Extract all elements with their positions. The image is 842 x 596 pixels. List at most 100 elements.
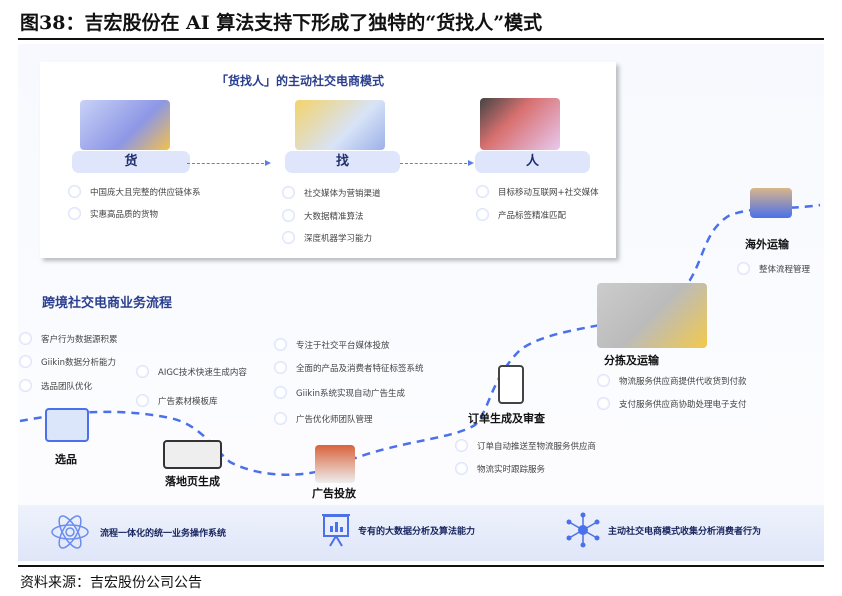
item-text: 全面的产品及消费者特征标签系统 [296,363,424,374]
arrow-icon [400,160,474,166]
bullet-icon [282,209,295,222]
dashed-route [19,203,821,476]
bullet-icon [282,231,295,244]
item-text: AIGC技术快速生成内容 [158,367,247,378]
bullet-icon [597,397,610,410]
bullet-icon [476,208,489,221]
supply-illustration-icon [80,100,170,150]
item-text: 物流服务供应商提供代收货到付款 [619,376,747,387]
item-text: 选品团队优化 [41,381,93,392]
list-item: 广告素材模板库 [136,394,218,407]
feature-item: 专有的大数据分析及算法能力 [322,512,475,548]
model-label-find: 找 [285,151,400,173]
list-item: 物流实时跟踪服务 [455,462,545,475]
feature-item: 主动社交电商模式收集分析消费者行为 [566,512,761,548]
bullet-icon [136,394,149,407]
item-text: Giikin数据分析能力 [41,357,116,368]
list-item: 深度机器学习能力 [282,231,372,244]
bullet-icon [19,379,32,392]
bullet-icon [282,186,295,199]
list-item: 全面的产品及消费者特征标签系统 [274,361,424,374]
presentation-chart-icon [322,514,350,547]
bullet-icon [737,262,750,275]
bullet-icon [274,412,287,425]
bullet-icon [455,439,468,452]
item-text: 专注于社交平台媒体投放 [296,340,390,351]
list-item: 整体流程管理 [737,262,810,275]
item-text: 实惠高品质的货物 [90,209,159,220]
source-note: 资料来源：吉宏股份公司公告 [20,575,202,591]
stage-label: 广告投放 [312,487,356,500]
item-text: 客户行为数据源积累 [41,334,118,345]
figure-title: 图38：吉宏股份在 AI 算法支持下形成了独特的“货找人”模式 [20,12,543,34]
stage-label: 订单生成及审查 [468,412,545,425]
item-text: 深度机器学习能力 [304,233,373,244]
list-item: 产品标签精准匹配 [476,208,566,221]
ad-store-icon [315,445,355,483]
bullet-icon [68,207,81,220]
landing-page-icon [163,440,222,469]
shopping-illustration-icon [480,98,560,150]
list-item: 支付服务供应商协助处理电子支付 [597,397,747,410]
process-title: 跨境社交电商业务流程 [42,296,173,311]
warehouse-truck-icon [597,283,707,348]
item-text: 物流实时跟踪服务 [477,464,546,475]
model-label-people: 人 [475,151,590,173]
item-text: 社交媒体为营销渠道 [304,188,381,199]
bullet-icon [19,332,32,345]
feature-text: 流程一体化的统一业务操作系统 [100,528,227,539]
list-item: 大数据精准算法 [282,209,364,222]
list-item: 中国庞大且完整的供应链体系 [68,185,201,198]
feature-item: 流程一体化的统一业务操作系统 [50,512,226,552]
stage-label: 海外运输 [745,238,789,251]
bullet-icon [136,365,149,378]
bullet-icon [274,361,287,374]
item-text: Giikin系统实现自动广告生成 [296,388,405,399]
item-text: 目标移动互联网+社交媒体 [498,187,599,198]
stage-label: 选品 [55,453,77,466]
feature-band [18,505,824,561]
bullet-icon [274,386,287,399]
list-item: 物流服务供应商提供代收货到付款 [597,374,747,387]
divider [18,565,824,567]
list-item: 订单自动推送至物流服务供应商 [455,439,596,452]
item-text: 广告优化师团队管理 [296,414,373,425]
item-text: 整体流程管理 [759,264,811,275]
stage-label: 落地页生成 [165,475,220,488]
bullet-icon [597,374,610,387]
list-item: 广告优化师团队管理 [274,412,373,425]
bullet-icon [68,185,81,198]
shipping-truck-icon [750,188,792,218]
bullet-icon [19,355,32,368]
list-item: 专注于社交平台媒体投放 [274,338,390,351]
item-text: 广告素材模板库 [158,396,218,407]
item-text: 支付服务供应商协助处理电子支付 [619,399,747,410]
item-text: 产品标签精准匹配 [498,210,567,221]
model-label-goods: 货 [72,151,190,173]
feature-text: 主动社交电商模式收集分析消费者行为 [608,526,762,537]
bullet-icon [274,338,287,351]
atom-icon [51,515,89,549]
phone-order-icon [498,365,524,404]
list-item: AIGC技术快速生成内容 [136,365,247,378]
laptop-icon [45,408,89,442]
arrow-icon [187,160,271,166]
divider [18,38,824,40]
list-item: 选品团队优化 [19,379,92,392]
list-item: 实惠高品质的货物 [68,207,158,220]
stage-label: 分拣及运输 [604,354,659,367]
list-item: 社交媒体为营销渠道 [282,186,381,199]
search-illustration-icon [295,100,385,150]
bullet-icon [455,462,468,475]
item-text: 订单自动推送至物流服务供应商 [477,441,597,452]
network-icon [566,512,600,548]
bullet-icon [476,185,489,198]
list-item: 客户行为数据源积累 [19,332,118,345]
item-text: 大数据精准算法 [304,211,364,222]
item-text: 中国庞大且完整的供应链体系 [90,187,201,198]
feature-text: 专有的大数据分析及算法能力 [358,526,476,537]
model-title: 「货找人」的主动社交电商模式 [215,74,384,88]
list-item: 目标移动互联网+社交媒体 [476,185,599,198]
list-item: Giikin数据分析能力 [19,355,116,368]
